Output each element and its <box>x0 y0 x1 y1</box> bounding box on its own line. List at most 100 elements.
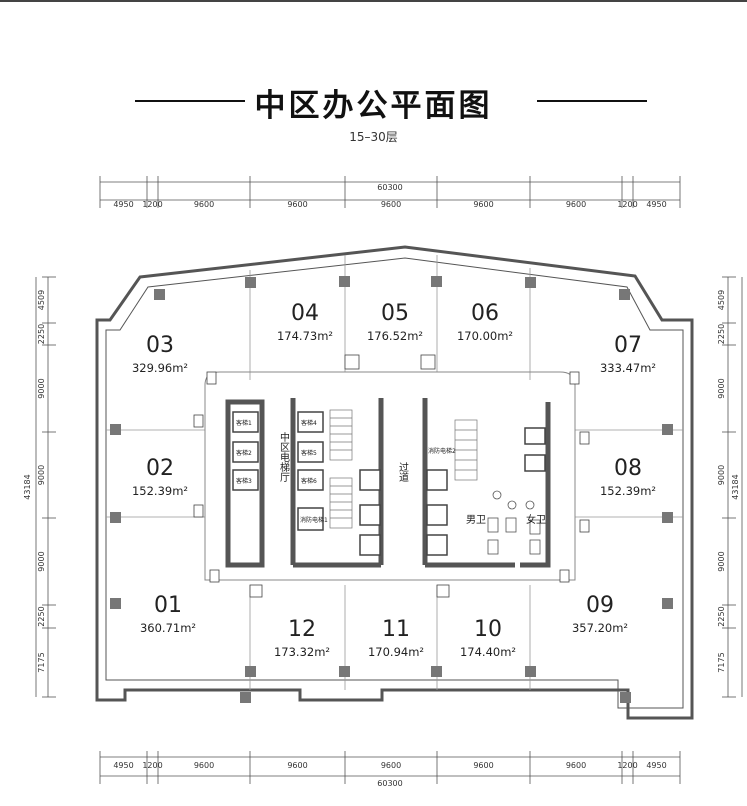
right-segment-dimension: 2250 <box>717 324 726 344</box>
unit-05: 05 176.52m² <box>367 301 423 343</box>
bottom-segment-dimension: 9600 <box>287 761 307 770</box>
bottom-segment-dimension: 9600 <box>194 761 214 770</box>
unit-area: 170.94m² <box>368 645 424 659</box>
top-segment-dimension: 1200 <box>142 200 162 209</box>
restroom-fixtures <box>487 490 541 555</box>
top-segment-dimension: 1200 <box>617 200 637 209</box>
top-segment-dimension: 4950 <box>113 200 133 209</box>
building-outline <box>95 245 694 720</box>
passenger-elevator-4-label: 客梯4 <box>301 419 317 427</box>
passenger-elevator-2-label: 客梯2 <box>236 449 252 457</box>
bottom-segment-dimension: 4950 <box>113 761 133 770</box>
passenger-elevator-5-label: 客梯5 <box>301 449 317 457</box>
unit-number: 03 <box>146 333 174 358</box>
top-segment-dimension: 9600 <box>473 200 493 209</box>
right-segment-dimension: 9000 <box>717 465 726 485</box>
left-segment-dimension: 9000 <box>37 378 46 398</box>
top-total-dimension: 60300 <box>377 183 402 192</box>
unit-number: 02 <box>146 456 174 481</box>
structural-columns <box>110 276 673 703</box>
unit-08: 08 152.39m² <box>600 456 656 498</box>
top-segment-dimension: 9600 <box>566 200 586 209</box>
unit-area: 152.39m² <box>600 484 656 498</box>
unit-02: 02 152.39m² <box>132 456 188 498</box>
unit-03: 03 329.96m² <box>132 333 188 375</box>
right-segment-dimension: 9000 <box>717 551 726 571</box>
dimension-lines <box>35 176 743 784</box>
top-segment-dimension: 9600 <box>194 200 214 209</box>
bottom-segment-dimension: 1200 <box>617 761 637 770</box>
title-rule-left <box>135 100 245 102</box>
left-segment-dimension: 2250 <box>37 606 46 626</box>
left-segment-dimension: 9000 <box>37 551 46 571</box>
bottom-segment-dimension: 9600 <box>473 761 493 770</box>
left-segment-dimension: 9000 <box>37 465 46 485</box>
unit-number: 12 <box>288 617 316 642</box>
passenger-elevator-6-label: 客梯6 <box>301 477 317 485</box>
right-segment-dimension: 9000 <box>717 378 726 398</box>
core-labels: 中区电梯厅 过道 男卫 女卫 客梯4 客梯5 客梯6 客梯1 客梯2 客梯3 消… <box>236 419 546 526</box>
bottom-segment-dimension: 9600 <box>381 761 401 770</box>
passenger-elevator-1-label: 客梯1 <box>236 419 252 427</box>
unit-09: 09 357.20m² <box>572 593 628 635</box>
passenger-elevator-3-label: 客梯3 <box>236 477 252 485</box>
top-border-line <box>0 0 747 2</box>
right-segment-dimension: 7175 <box>717 652 726 672</box>
unit-area: 360.71m² <box>140 621 196 635</box>
elevator-cars <box>232 411 546 556</box>
unit-number: 04 <box>291 301 319 326</box>
floor-range-subtitle: 15–30层 <box>349 130 398 144</box>
bottom-total-dimension: 60300 <box>377 779 402 788</box>
bottom-segment-dimension: 1200 <box>142 761 162 770</box>
unit-area: 357.20m² <box>572 621 628 635</box>
top-segment-dimension: 4950 <box>646 200 666 209</box>
unit-area: 152.39m² <box>132 484 188 498</box>
left-total-dimension: 43184 <box>23 474 32 499</box>
core-walls <box>225 398 551 568</box>
unit-area: 174.73m² <box>277 329 333 343</box>
lobby-label: 中区电梯厅 <box>278 431 290 482</box>
corridor-label: 过道 <box>397 461 409 482</box>
unit-number: 08 <box>614 456 642 481</box>
top-segment-dimension: 9600 <box>287 200 307 209</box>
bottom-segment-dimension: 4950 <box>646 761 666 770</box>
right-total-dimension: 43184 <box>731 474 740 499</box>
left-segment-dimension: 2250 <box>37 324 46 344</box>
page-title: 中区办公平面图 <box>254 88 493 124</box>
equipment-boxes <box>193 354 590 598</box>
unit-11: 11 170.94m² <box>368 617 424 659</box>
unit-06: 06 170.00m² <box>457 301 513 343</box>
unit-number: 06 <box>471 301 499 326</box>
unit-area: 173.32m² <box>274 645 330 659</box>
unit-area: 174.40m² <box>460 645 516 659</box>
fire-elevator-2-label: 消防电梯2 <box>428 447 456 455</box>
unit-area: 176.52m² <box>367 329 423 343</box>
unit-number: 10 <box>474 617 502 642</box>
dimension-labels: 60300 4950 1200 9600 9600 9600 9600 9600 1200 495… <box>23 183 740 788</box>
left-segment-dimension: 7175 <box>37 652 46 672</box>
unit-12: 12 173.32m² <box>274 617 330 659</box>
title-rule-right <box>537 100 647 102</box>
left-segment-dimension: 4509 <box>37 290 46 310</box>
top-segment-dimension: 9600 <box>381 200 401 209</box>
unit-number: 11 <box>382 617 410 642</box>
right-segment-dimension: 4509 <box>717 290 726 310</box>
unit-number: 09 <box>586 593 614 618</box>
women-restroom-label: 女卫 <box>526 513 546 526</box>
unit-number: 05 <box>381 301 409 326</box>
men-restroom-label: 男卫 <box>466 514 486 526</box>
unit-area: 333.47m² <box>600 361 656 375</box>
unit-number: 07 <box>614 333 642 358</box>
unit-10: 10 174.40m² <box>460 617 516 659</box>
bottom-segment-dimension: 9600 <box>566 761 586 770</box>
unit-area: 329.96m² <box>132 361 188 375</box>
unit-area: 170.00m² <box>457 329 513 343</box>
stair-hatching <box>329 409 478 529</box>
right-segment-dimension: 2250 <box>717 606 726 626</box>
unit-04: 04 174.73m² <box>277 301 333 343</box>
unit-07: 07 333.47m² <box>600 333 656 375</box>
fire-elevator-1-label: 消防电梯1 <box>300 516 328 524</box>
